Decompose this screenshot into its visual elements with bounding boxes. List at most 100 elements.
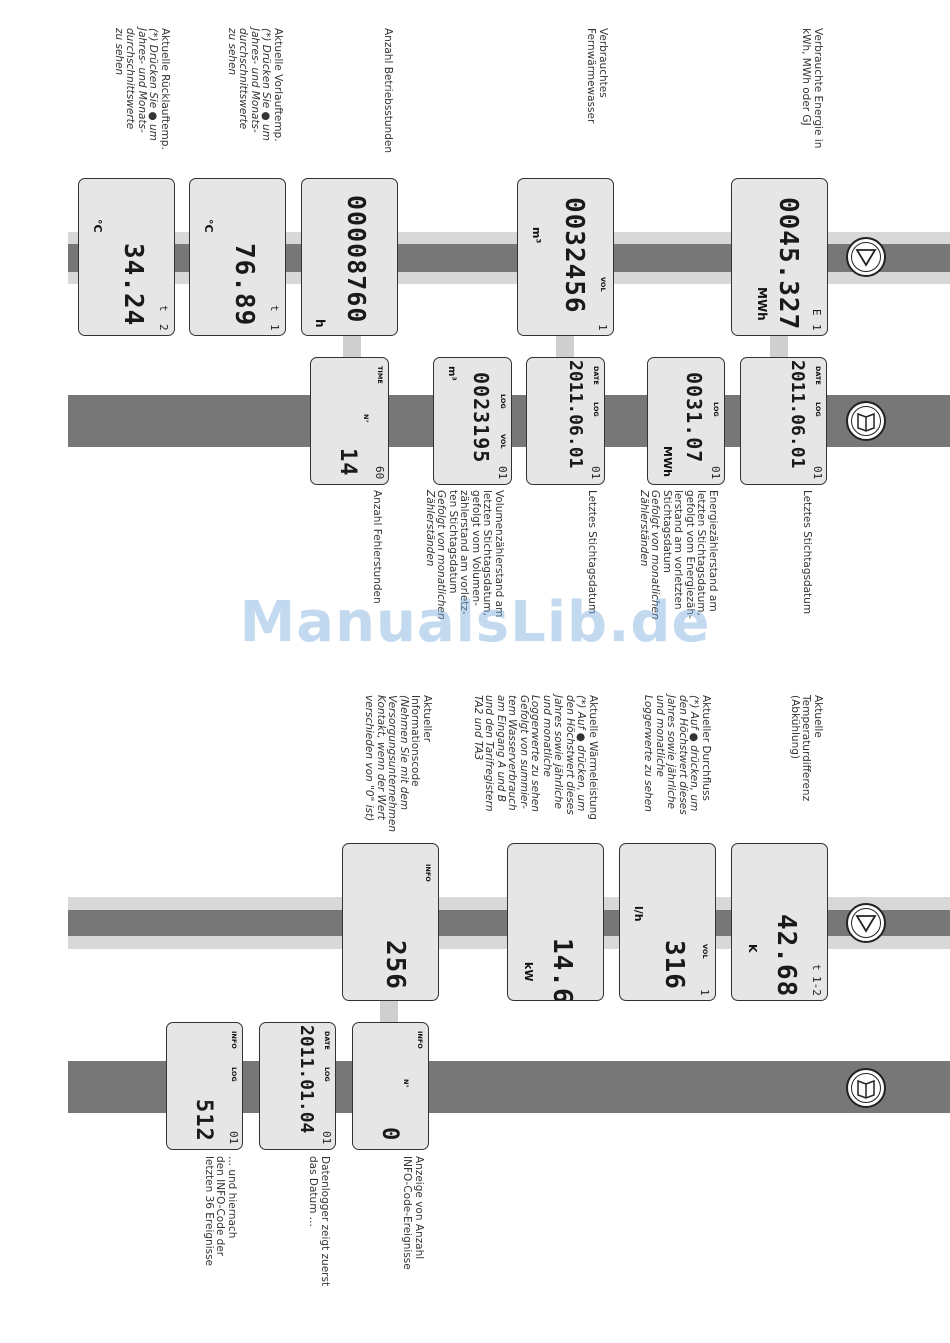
display-energy-date: DATE LOG 01 2011.06.01	[740, 357, 827, 485]
display-hours: 00008760 h	[301, 178, 398, 336]
idx: 01	[320, 1131, 333, 1145]
energy-log-unit: MWh	[661, 446, 674, 477]
display-flow: 316 l/h VOL 1	[619, 843, 716, 1001]
log-button[interactable]	[846, 1068, 886, 1108]
flow-tag: VOL	[701, 944, 709, 959]
flow-temp-unit: °C	[202, 219, 215, 233]
tag-log: LOG	[230, 1067, 238, 1082]
label-info-date: Datenlogger zeigt zuerst das Datum ...	[307, 1156, 332, 1287]
tag-date: DATE	[323, 1031, 331, 1050]
idx: 01	[709, 466, 722, 480]
energy-log-value: 0031.07	[682, 372, 706, 464]
display-info-code: INFO LOG 01 512	[166, 1022, 243, 1150]
tag-no: N°	[402, 1079, 410, 1088]
info-tag: INFO	[424, 864, 432, 882]
flow-unit: l/h	[632, 906, 645, 922]
display-error-hours: TIME N° 60 14	[310, 357, 389, 485]
label-error-hours: Anzahl Fehlerstunden	[371, 490, 383, 604]
display-return-temp: 34.24 °C t 2	[78, 178, 175, 336]
book-icon	[857, 412, 875, 432]
water-unit: m³	[530, 227, 543, 244]
hours-unit: h	[313, 319, 327, 328]
tag-date: DATE	[592, 366, 600, 385]
energy-unit: MWh	[755, 287, 769, 321]
display-info-date: DATE LOG 01 2011.01.04	[259, 1022, 336, 1150]
power-unit: kW	[522, 962, 535, 982]
tag-info: INFO	[416, 1031, 424, 1049]
tag-date: DATE	[814, 366, 822, 385]
energy-date-value: 2011.06.01	[787, 360, 808, 469]
info-count-value: 0	[377, 1127, 402, 1142]
idx: 60	[373, 466, 386, 480]
label-water: Verbrauchtes Fernwärmewasser	[585, 28, 610, 124]
water-log-value: 0023195	[469, 372, 493, 464]
connector	[343, 335, 361, 359]
tag-no: N°	[362, 414, 370, 423]
return-temp-value: 34.24	[118, 243, 148, 327]
display-tdiff: 42.68 K t 1-2	[731, 843, 828, 1001]
tdiff-sym: t	[810, 964, 823, 971]
energy-value: 0045.327	[773, 197, 803, 331]
tag-log: LOG	[814, 402, 822, 417]
display-power: 14.6 kW	[507, 843, 604, 1001]
watermark: ManualsLib.de	[239, 590, 711, 655]
next-button[interactable]	[846, 903, 886, 943]
tdiff-idx: 1-2	[810, 976, 823, 996]
label-info-count: Anzeige von Anzahl INFO-Code-Ereignisse	[401, 1156, 426, 1270]
display-water: 0032456 m³ VOL 1	[517, 178, 614, 336]
flow-temp-idx: 1	[268, 324, 281, 331]
tdiff-value: 42.68	[771, 914, 801, 998]
book-icon	[857, 1079, 875, 1099]
label-info: Aktueller Informationscode (Nehmen Sie m…	[363, 695, 434, 832]
idx: 01	[811, 466, 824, 480]
display-energy-log: LOG 01 0031.07 MWh	[647, 357, 725, 485]
display-energy: 0045.327 MWh E 1	[731, 178, 828, 336]
tdiff-unit: K	[746, 944, 759, 953]
label-flow-temp: Aktuelle Vorlauftemp. (*) Drücken Sie ● …	[226, 28, 284, 142]
tag-log: LOG	[323, 1067, 331, 1082]
display-flow-temp: 76.89 °C t 1	[189, 178, 286, 336]
display-info: INFO 256	[342, 843, 439, 1001]
idx: 01	[589, 466, 602, 480]
display-water-date: DATE LOG 01 2011.06.01	[526, 357, 605, 485]
water-tag: VOL	[599, 277, 607, 292]
return-temp-idx: 2	[157, 324, 170, 331]
water-value: 0032456	[559, 197, 589, 314]
label-energy: Verbrauchte Energie in kWh, MWh oder GJ	[800, 28, 825, 149]
info-value: 256	[380, 940, 410, 990]
triangle-down-icon	[855, 249, 877, 267]
flow-temp-sym: t	[268, 305, 281, 312]
energy-sym: E	[810, 309, 823, 316]
info-code-value: 512	[191, 1099, 216, 1142]
idx: 01	[496, 466, 509, 480]
water-date-value: 2011.06.01	[565, 360, 586, 469]
water-log-unit: m³	[446, 366, 457, 381]
tag-info: INFO	[230, 1031, 238, 1049]
flow-temp-value: 76.89	[229, 243, 259, 327]
energy-idx: 1	[810, 324, 823, 331]
connector	[770, 335, 788, 359]
label-tdiff: Aktuelle Temperaturdifferenz (Abkühlung)	[789, 695, 824, 802]
error-hours-value: 14	[335, 448, 360, 477]
power-value: 14.6	[547, 938, 577, 1001]
connector	[556, 335, 574, 359]
connector	[380, 1000, 398, 1024]
display-water-log: LOG VOL 01 0023195 m³	[433, 357, 512, 485]
water-idx: 1	[596, 324, 609, 331]
label-info-code: ... und hiernach den INFO-Code der letzt…	[203, 1156, 238, 1267]
log-button[interactable]	[846, 401, 886, 441]
flow-idx: 1	[698, 989, 711, 996]
label-power: Aktuelle Wärmeleistung (*) Auf ● drücken…	[472, 695, 599, 820]
info-date-value: 2011.01.04	[296, 1025, 317, 1134]
tag-time: TIME	[376, 366, 384, 384]
label-hours: Anzahl Betriebsstunden	[382, 28, 394, 153]
return-temp-sym: t	[157, 305, 170, 312]
tag-log: LOG	[712, 402, 720, 417]
next-button[interactable]	[846, 237, 886, 277]
triangle-down-icon	[855, 915, 877, 933]
display-info-count: INFO N° 0	[352, 1022, 429, 1150]
label-flow: Aktueller Durchfluss (*) Auf ● drücken, …	[642, 695, 713, 815]
label-return-temp: Aktuelle Rücklauftemp. (*) Drücken Sie ●…	[113, 28, 171, 150]
tag-log: LOG	[499, 394, 507, 409]
